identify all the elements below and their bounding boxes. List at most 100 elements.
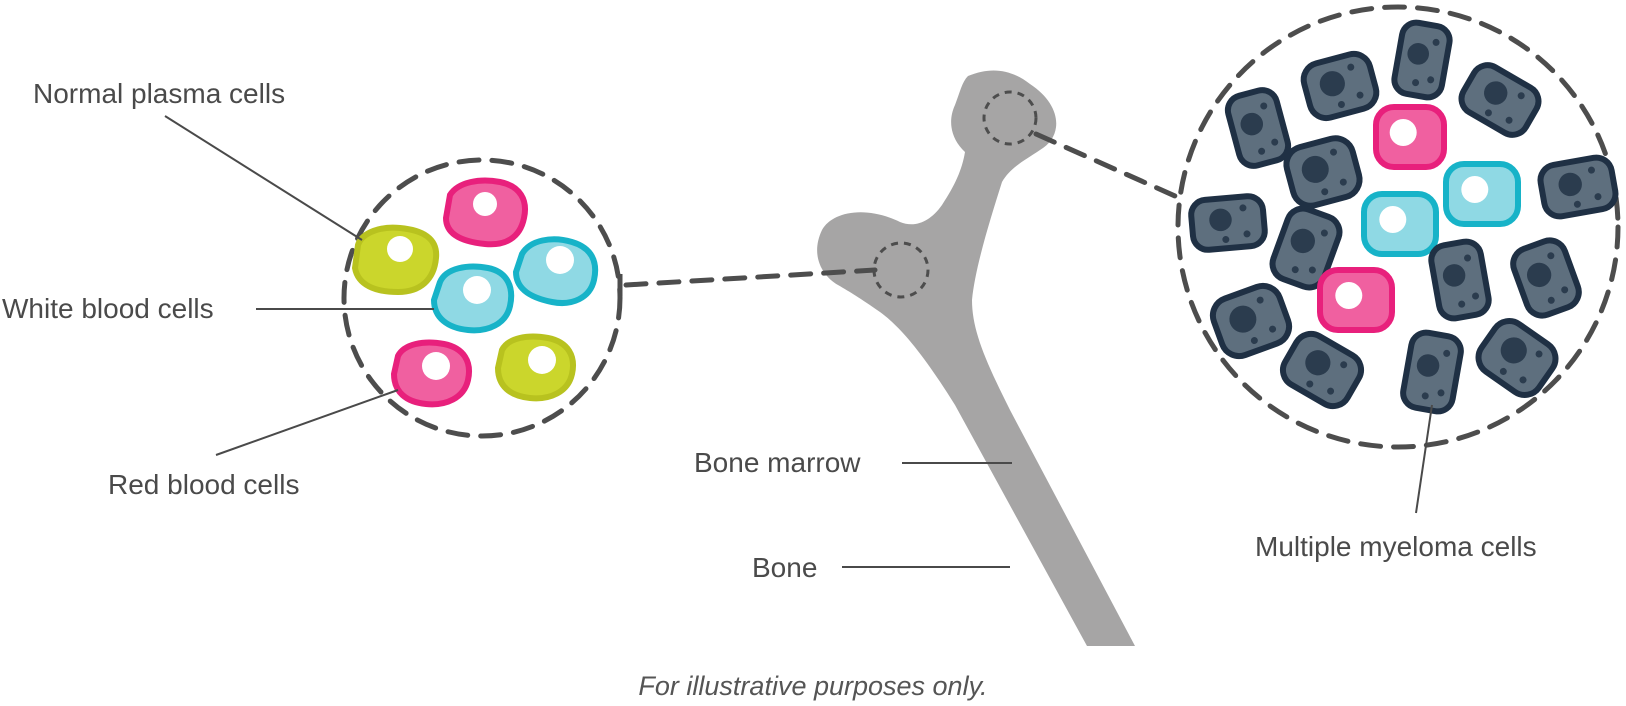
- myeloma-cell: [1537, 154, 1619, 220]
- myeloma-nucleus: [1558, 172, 1582, 197]
- myeloma-cell: [1475, 318, 1559, 398]
- myeloma-marrow-circle: [1175, 4, 1621, 450]
- myeloma-cell: [1510, 237, 1582, 319]
- myeloma-granule: [1472, 292, 1480, 300]
- myeloma-nucleus: [1416, 354, 1440, 377]
- myeloma-nucleus: [1442, 264, 1466, 287]
- bone-shape: [817, 70, 1135, 647]
- myeloma-granule: [1308, 266, 1316, 274]
- cell-nucleus: [1379, 206, 1407, 233]
- label-red-blood-cells: Red blood cells: [108, 469, 299, 500]
- myeloma-nucleus: [1229, 305, 1257, 333]
- myeloma-granule: [1443, 349, 1451, 357]
- red-blood-cell: [1373, 104, 1447, 170]
- myeloma-cell: [1269, 205, 1343, 291]
- myeloma-nucleus: [1526, 262, 1552, 288]
- myeloma-cells-group: [1188, 19, 1619, 415]
- myeloma-nucleus: [1290, 228, 1315, 254]
- myeloma-granule: [1432, 38, 1440, 46]
- label-white-blood-cells: White blood cells: [2, 293, 214, 324]
- red-blood-cell: [1317, 267, 1395, 333]
- myeloma-nucleus: [1484, 81, 1508, 105]
- myeloma-granule: [1306, 380, 1314, 388]
- myeloma-granule: [1330, 148, 1338, 156]
- myeloma-granule: [1337, 100, 1345, 108]
- myeloma-nucleus: [1209, 208, 1232, 232]
- myeloma-cell: [1428, 238, 1492, 322]
- plasma-cell: [351, 224, 440, 296]
- myeloma-granule: [1340, 361, 1348, 369]
- connector-left: [623, 267, 878, 288]
- myeloma-granule: [1458, 300, 1466, 308]
- myeloma-granule: [1269, 325, 1277, 333]
- myeloma-cell: [1300, 50, 1380, 122]
- leader-red-blood: [215, 389, 399, 456]
- myeloma-granule: [1547, 296, 1555, 304]
- bone-marrow-zoom-circle-upper: [982, 90, 1038, 146]
- myeloma-granule: [1587, 166, 1595, 174]
- myeloma-cell: [1279, 330, 1365, 410]
- white-blood-cell: [1361, 191, 1439, 257]
- myeloma-nucleus: [1319, 71, 1345, 97]
- myeloma-cell: [1224, 87, 1292, 169]
- myeloma-granule: [1427, 76, 1435, 84]
- white-blood-cell: [1443, 161, 1521, 227]
- myeloma-granule: [1347, 63, 1355, 71]
- myeloma-cell: [1188, 193, 1268, 253]
- myeloma-nucleus: [1305, 350, 1331, 376]
- myeloma-granule: [1271, 138, 1279, 146]
- myeloma-granule: [1321, 188, 1329, 196]
- myeloma-granule: [1356, 91, 1364, 99]
- white-blood-cell: [512, 236, 599, 306]
- leader-myeloma: [1415, 404, 1433, 514]
- myeloma-granule: [1327, 387, 1335, 395]
- myeloma-granule: [1256, 296, 1264, 304]
- myeloma-cell: [1400, 329, 1464, 415]
- myeloma-granule: [1260, 102, 1268, 110]
- red-blood-cell: [442, 177, 528, 248]
- myeloma-cell: [1209, 282, 1293, 360]
- myeloma-granule: [1505, 116, 1513, 124]
- normal-cells-group: [351, 177, 599, 408]
- cell-nucleus: [1461, 176, 1489, 203]
- myeloma-granule: [1258, 147, 1266, 155]
- myeloma-granule: [1243, 230, 1251, 238]
- myeloma-granule: [1499, 367, 1507, 375]
- myeloma-granule: [1517, 92, 1525, 100]
- white-blood-cell: [430, 263, 515, 334]
- myeloma-granule: [1573, 200, 1581, 208]
- caption: For illustrative purposes only.: [638, 671, 987, 701]
- myeloma-cell: [1391, 19, 1453, 101]
- red-blood-cell: [390, 339, 472, 408]
- label-normal-plasma-cells: Normal plasma cells: [33, 78, 285, 109]
- myeloma-cell: [1283, 135, 1363, 209]
- label-multiple-myeloma-cells: Multiple myeloma cells: [1255, 531, 1537, 562]
- myeloma-granule: [1222, 236, 1230, 244]
- myeloma-granule: [1339, 178, 1347, 186]
- myeloma-granule: [1547, 252, 1555, 260]
- myeloma-granule: [1464, 254, 1472, 262]
- myeloma-granule: [1594, 193, 1602, 201]
- myeloma-nucleus: [1301, 155, 1329, 183]
- myeloma-nucleus: [1500, 337, 1527, 364]
- myeloma-granule: [1421, 392, 1429, 400]
- myeloma-granule: [1291, 266, 1299, 274]
- myeloma-nucleus: [1407, 43, 1430, 65]
- myeloma-granule: [1535, 350, 1543, 358]
- myeloma-granule: [1320, 229, 1328, 237]
- myeloma-granule: [1519, 376, 1527, 384]
- myeloma-cell: [1458, 62, 1542, 138]
- label-bone-marrow: Bone marrow: [694, 447, 861, 478]
- myeloma-granule: [1437, 389, 1445, 397]
- myeloma-granule: [1561, 286, 1569, 294]
- myeloma-granule: [1412, 79, 1420, 87]
- myeloma-granule: [1250, 337, 1258, 345]
- cell-nucleus: [1335, 282, 1363, 309]
- normal-marrow-circle: [341, 157, 623, 439]
- myeloma-granule: [1239, 204, 1247, 212]
- leader-normal-plasma: [164, 115, 363, 241]
- myeloma-granule: [1484, 109, 1492, 117]
- connector-right: [1033, 131, 1178, 199]
- plasma-cell: [494, 333, 576, 402]
